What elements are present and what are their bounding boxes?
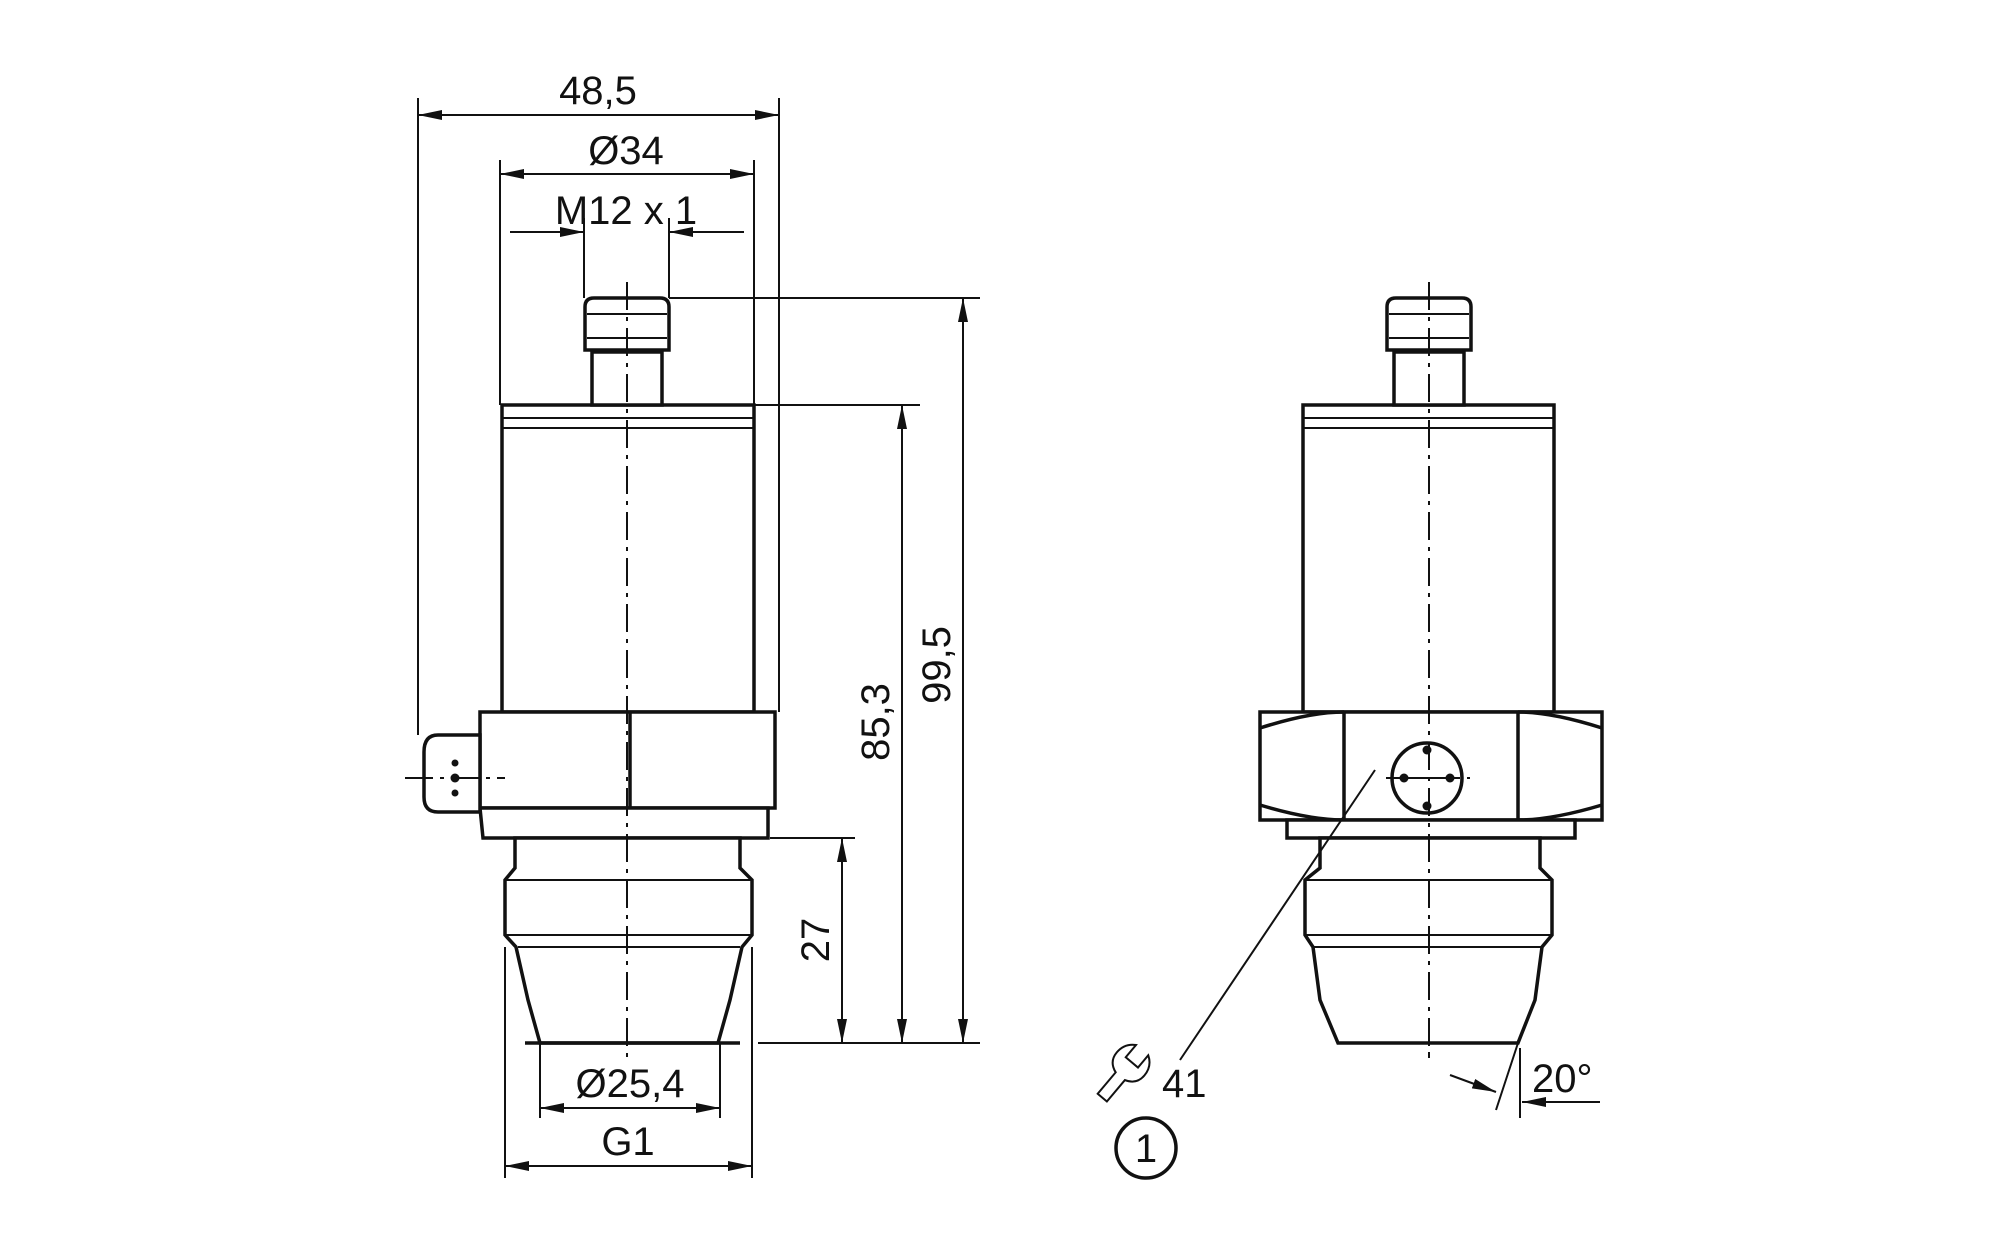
side-process-connection: [503, 836, 754, 1045]
dim-label-body-diameter: Ø34: [588, 129, 664, 173]
dim-label-process-thread: G1: [601, 1120, 654, 1164]
wrench-leader-line: [1179, 769, 1376, 1061]
front-view: 41 1 20°: [1096, 282, 1604, 1180]
side-view: 48,5 Ø34 M12 x 1 99,5 85,3 27 Ø25,4 G1: [405, 69, 980, 1178]
callout-number: 1: [1135, 1127, 1157, 1171]
dim-label-connector-thread: M12 x 1: [555, 189, 697, 233]
callout-circle: [1114, 1116, 1178, 1180]
dim-label-overall-width: 48,5: [559, 69, 637, 113]
dim-label-total-height: 99,5: [915, 626, 959, 704]
side-hex-nut: [478, 710, 777, 840]
dim-label-thread-length: 27: [794, 918, 838, 963]
side-cable-plug: [405, 733, 505, 814]
dim-label-seal-diameter: Ø25,4: [576, 1062, 685, 1106]
wrench-icon: [1096, 1043, 1151, 1103]
angle-label: 20°: [1532, 1057, 1593, 1101]
dim-label-body-height: 85,3: [854, 683, 898, 761]
angle-annotation: [1428, 1042, 1600, 1118]
wrench-size-label: 41: [1162, 1062, 1207, 1106]
front-hex-nut: [1258, 710, 1604, 840]
